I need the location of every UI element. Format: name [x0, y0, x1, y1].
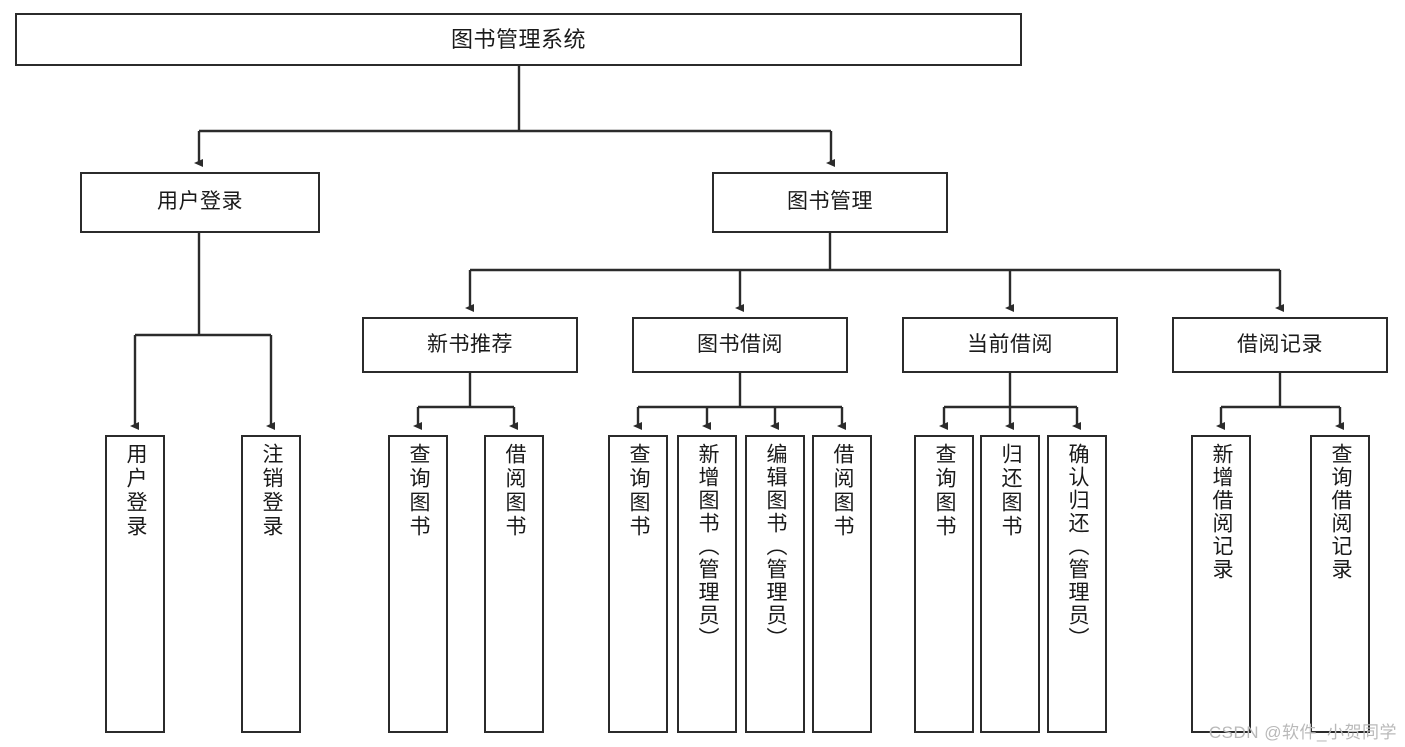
node-label: 借阅图书	[503, 443, 527, 539]
leaf-current-borrow-return-book[interactable]: 归还图书	[980, 435, 1040, 733]
leaf-book-borrow-query-book[interactable]: 查询图书	[608, 435, 668, 733]
node-label: 编辑图书（管理员）	[764, 443, 788, 650]
watermark: CSDN @软件_小贺同学	[1208, 723, 1397, 742]
node-root-book-management-system[interactable]: 图书管理系统	[15, 13, 1022, 66]
leaf-borrow-record-query-record[interactable]: 查询借阅记录	[1310, 435, 1370, 733]
leaf-book-borrow-add-book-admin[interactable]: 新增图书（管理员）	[677, 435, 737, 733]
node-label: 图书管理	[787, 190, 873, 214]
leaf-book-borrow-edit-book-admin[interactable]: 编辑图书（管理员）	[745, 435, 805, 733]
node-label: 用户登录	[124, 443, 148, 539]
node-current-borrow[interactable]: 当前借阅	[902, 317, 1118, 373]
leaf-new-book-borrow-book[interactable]: 借阅图书	[484, 435, 544, 733]
node-borrow-record[interactable]: 借阅记录	[1172, 317, 1388, 373]
node-label: 借阅图书	[831, 443, 855, 539]
leaf-user-login-logout[interactable]: 注销登录	[241, 435, 301, 733]
node-label: 用户登录	[157, 190, 243, 214]
node-label: 新增图书（管理员）	[696, 443, 720, 650]
node-label: 查询图书	[407, 443, 431, 539]
node-label: 注销登录	[260, 443, 284, 539]
node-book-management[interactable]: 图书管理	[712, 172, 948, 233]
node-label: 新增借阅记录	[1210, 443, 1234, 581]
node-label: 当前借阅	[967, 332, 1053, 356]
leaf-new-book-query-book[interactable]: 查询图书	[388, 435, 448, 733]
leaf-book-borrow-borrow-book[interactable]: 借阅图书	[812, 435, 872, 733]
node-book-borrow[interactable]: 图书借阅	[632, 317, 848, 373]
leaf-user-login-login[interactable]: 用户登录	[105, 435, 165, 733]
node-label: 查询图书	[627, 443, 651, 539]
leaf-current-borrow-confirm-return-admin[interactable]: 确认归还（管理员）	[1047, 435, 1107, 733]
node-label: 借阅记录	[1237, 332, 1323, 356]
node-label: 图书管理系统	[450, 26, 586, 52]
leaf-borrow-record-add-record[interactable]: 新增借阅记录	[1191, 435, 1251, 733]
node-label: 确认归还（管理员）	[1066, 443, 1090, 650]
node-label: 归还图书	[999, 443, 1023, 539]
leaf-current-borrow-query-book[interactable]: 查询图书	[914, 435, 974, 733]
node-user-login[interactable]: 用户登录	[80, 172, 320, 233]
node-label: 新书推荐	[427, 332, 513, 356]
node-label: 查询借阅记录	[1329, 443, 1353, 581]
node-label: 图书借阅	[697, 332, 783, 356]
node-new-book-recommend[interactable]: 新书推荐	[362, 317, 578, 373]
node-label: 查询图书	[933, 443, 957, 539]
